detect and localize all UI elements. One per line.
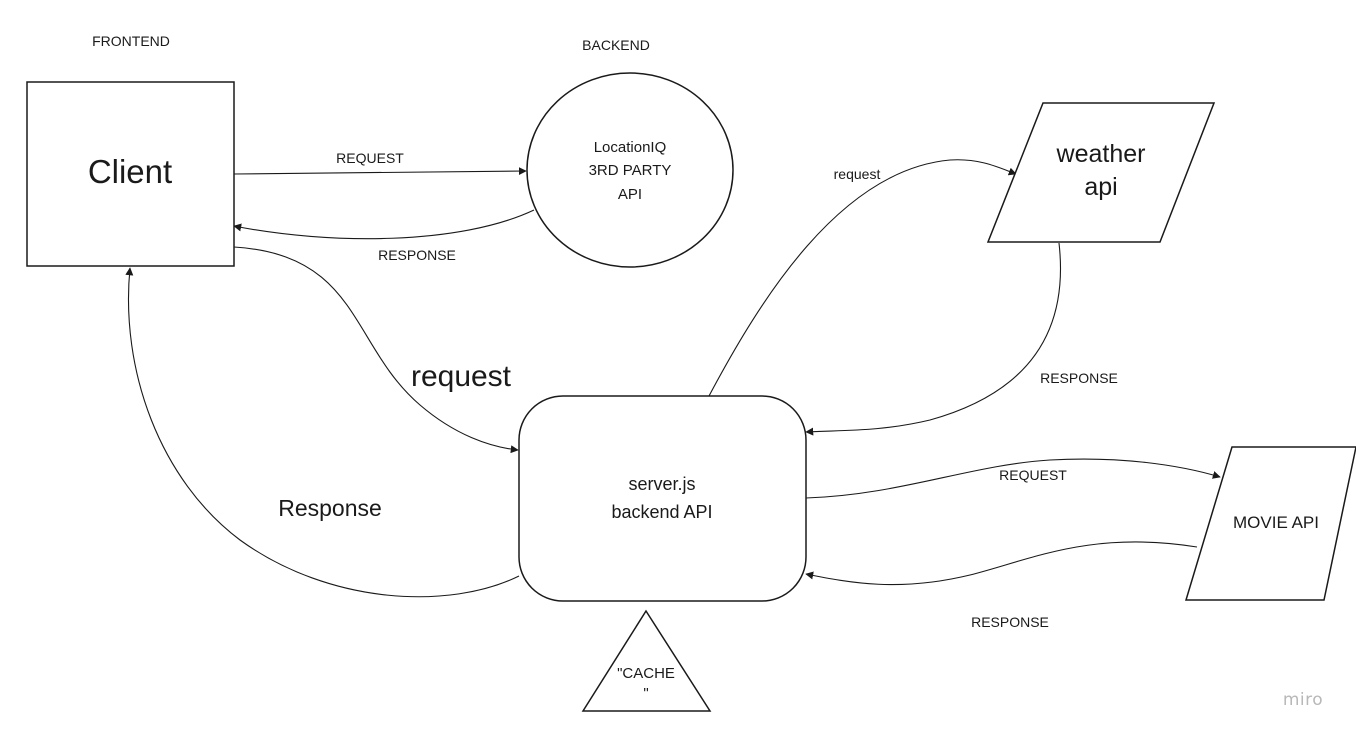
cache-node[interactable]: "CACHE " xyxy=(581,609,712,712)
server-label-line2: backend API xyxy=(611,502,712,522)
edge-label-weather-server-response: RESPONSE xyxy=(1040,370,1118,386)
edge-label-server-movie-request: REQUEST xyxy=(999,467,1067,483)
movie-api-label: MOVIE API xyxy=(1233,513,1319,532)
cache-label-line1: "CACHE xyxy=(617,665,675,682)
edge-weather-to-server[interactable] xyxy=(805,242,1061,436)
server-label-line1: server.js xyxy=(628,474,695,494)
edge-label-client-server-request: request xyxy=(411,360,512,393)
backend-section-label: BACKEND xyxy=(582,37,650,53)
locationiq-label-line2: 3RD PARTY xyxy=(589,162,672,179)
frontend-section-label: FRONTEND xyxy=(92,33,170,49)
edge-label-server-weather-request: request xyxy=(834,166,881,182)
weather-api-label-line2: api xyxy=(1084,173,1117,201)
edge-movie-to-server[interactable] xyxy=(805,541,1198,586)
client-label: Client xyxy=(88,153,172,190)
edge-client-to-server[interactable] xyxy=(233,246,519,454)
server-node[interactable]: server.js backend API xyxy=(518,395,807,602)
locationiq-label-line1: LocationIQ xyxy=(594,139,667,156)
weather-api-label-line1: weather xyxy=(1056,140,1146,168)
cache-label-line2: " xyxy=(643,685,648,702)
locationiq-circle xyxy=(526,72,734,268)
edge-client-to-locationiq[interactable] xyxy=(233,167,527,176)
server-box xyxy=(518,395,807,602)
edge-label-locationiq-client-response: RESPONSE xyxy=(378,247,456,263)
cache-triangle xyxy=(581,609,712,712)
movie-api-shape xyxy=(1184,446,1356,601)
client-node[interactable]: Client xyxy=(26,81,235,267)
weather-api-shape xyxy=(986,102,1216,243)
edge-label-movie-server-response: RESPONSE xyxy=(971,614,1049,630)
miro-watermark: miro xyxy=(1283,690,1323,710)
weather-api-node[interactable]: weather api xyxy=(986,102,1216,243)
edge-label-server-client-response: Response xyxy=(278,495,382,521)
edge-label-client-locationiq-request: REQUEST xyxy=(336,150,404,166)
movie-api-node[interactable]: MOVIE API xyxy=(1184,446,1356,601)
client-box xyxy=(26,81,235,267)
edge-server-to-weather[interactable] xyxy=(708,159,1017,397)
locationiq-label-line3: API xyxy=(618,186,642,203)
edge-server-to-movie[interactable] xyxy=(805,458,1221,499)
edge-locationiq-to-client[interactable] xyxy=(233,209,535,240)
edge-server-to-client[interactable] xyxy=(125,267,520,598)
locationiq-node[interactable]: LocationIQ 3RD PARTY API xyxy=(526,72,734,268)
